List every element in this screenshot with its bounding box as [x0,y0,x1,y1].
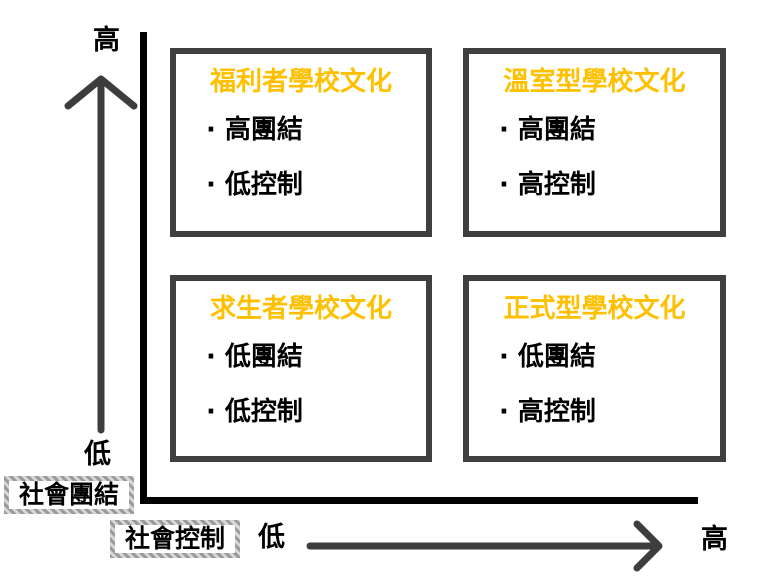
up-arrow-icon [64,75,138,434]
quadrant-title: 福利者學校文化 [209,67,392,97]
x-axis-low-label: 低 [258,522,285,553]
quadrant-box-top-right: 溫室型學校文化 · 高團結 · 高控制 [463,48,726,237]
quadrant-box-bottom-right: 正式型學校文化 · 低團結 · 高控制 [463,275,726,462]
quadrant-bullet-item: · 低控制 [206,397,303,427]
quadrant-bullet-item: · 高控制 [499,170,596,200]
quadrant-bullet-item: · 低團結 [206,342,303,372]
quadrant-bullet-item: · 低團結 [499,342,596,372]
y-axis-line [140,32,147,503]
x-axis-line [140,497,698,504]
quadrant-bullet-item: · 高團結 [206,115,303,145]
quadrant-bullet-item: · 高團結 [499,115,596,145]
right-arrow-icon [306,520,663,572]
quadrant-title: 正式型學校文化 [503,294,686,324]
quadrant-bullet-item: · 低控制 [206,170,303,200]
y-axis-title: 社會團結 [4,476,134,514]
quadrant-box-bottom-left: 求生者學校文化 · 低團結 · 低控制 [170,275,432,462]
quadrant-title: 求生者學校文化 [209,294,392,324]
x-axis-title: 社會控制 [110,520,240,558]
quadrant-box-top-left: 福利者學校文化 · 高團結 · 低控制 [170,48,432,237]
x-axis-high-label: 高 [701,524,728,555]
y-axis-high-label: 高 [93,25,120,56]
y-axis-low-label: 低 [84,439,111,470]
quadrant-title: 溫室型學校文化 [503,67,686,97]
quadrant-bullet-item: · 高控制 [499,397,596,427]
